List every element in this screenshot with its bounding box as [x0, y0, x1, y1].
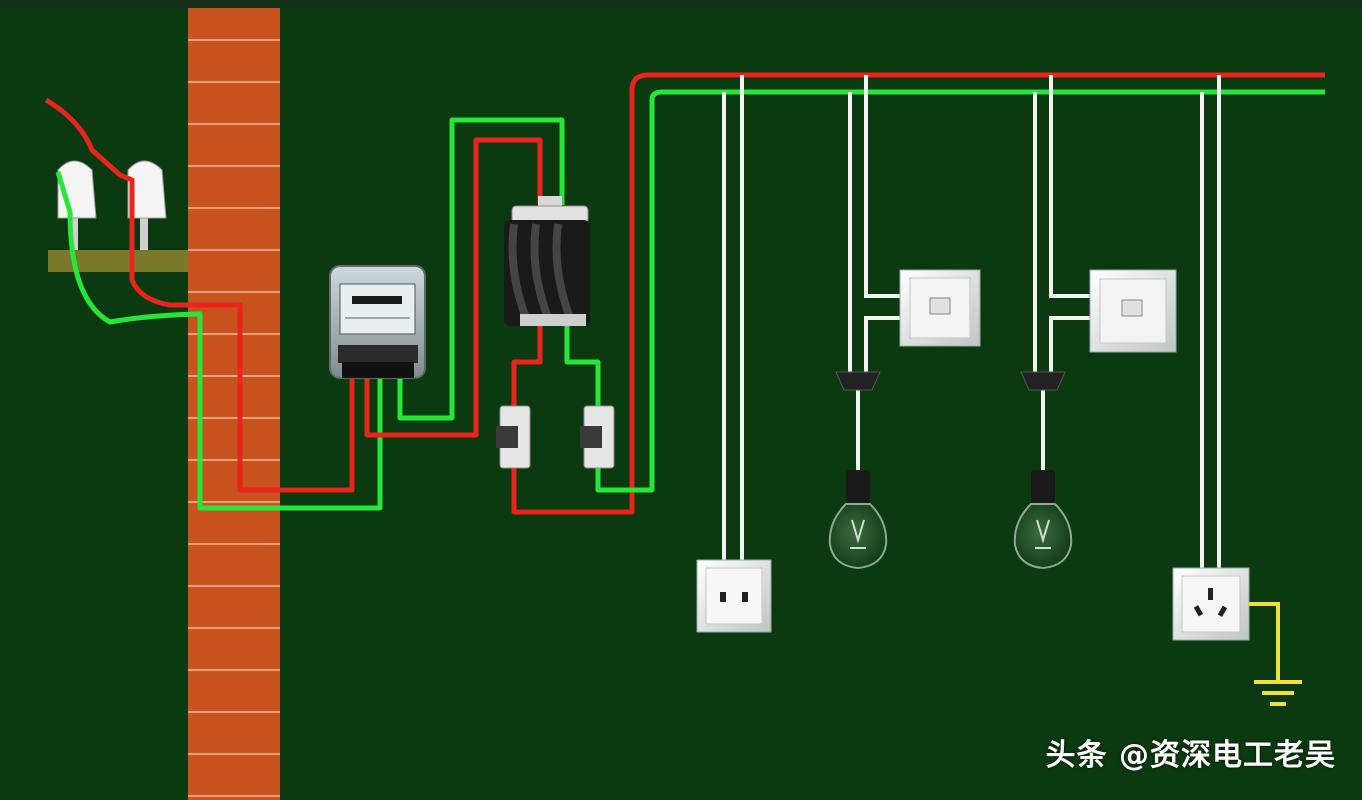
insulator-crossbar	[48, 250, 188, 272]
fuse-live-out	[511, 72, 1325, 515]
electric-meter	[329, 265, 426, 379]
switch-neutral-to-fuse	[564, 322, 601, 412]
lamp1-live-wire	[864, 75, 902, 298]
lamp-holder-2	[1020, 371, 1066, 391]
incoming-insulators	[57, 160, 167, 250]
bulb-1	[828, 470, 888, 570]
lamp2-live-wire	[1049, 75, 1090, 298]
outlet-two-pin	[696, 559, 772, 633]
lamp-holder-1	[835, 371, 881, 391]
light-switch-1	[899, 269, 981, 347]
lamp2-switched-wire	[1049, 316, 1090, 372]
ground-symbol	[1254, 680, 1302, 706]
fuse-right	[580, 405, 615, 469]
top-border	[0, 0, 1362, 8]
watermark: 头条 @资深电工老吴	[1045, 738, 1336, 773]
ground-wire	[1249, 602, 1280, 680]
fuse-neutral-out	[595, 89, 1325, 493]
brick-wall	[188, 8, 280, 800]
fuse-left	[496, 405, 531, 469]
incoming-neutral-wire	[55, 171, 383, 511]
main-knife-switch	[504, 196, 590, 326]
light-switch-2	[1089, 269, 1177, 353]
outlet-three-pin	[1172, 567, 1250, 641]
bulb-2	[1013, 470, 1073, 570]
insulator-left	[57, 160, 97, 250]
insulator-right	[127, 160, 167, 250]
lamp1-switched-wire	[864, 316, 902, 372]
switch-live-to-fuse	[511, 322, 543, 412]
meter-live-out	[364, 137, 543, 438]
meter-neutral-out	[397, 117, 565, 421]
incoming-live-wire	[44, 97, 355, 493]
